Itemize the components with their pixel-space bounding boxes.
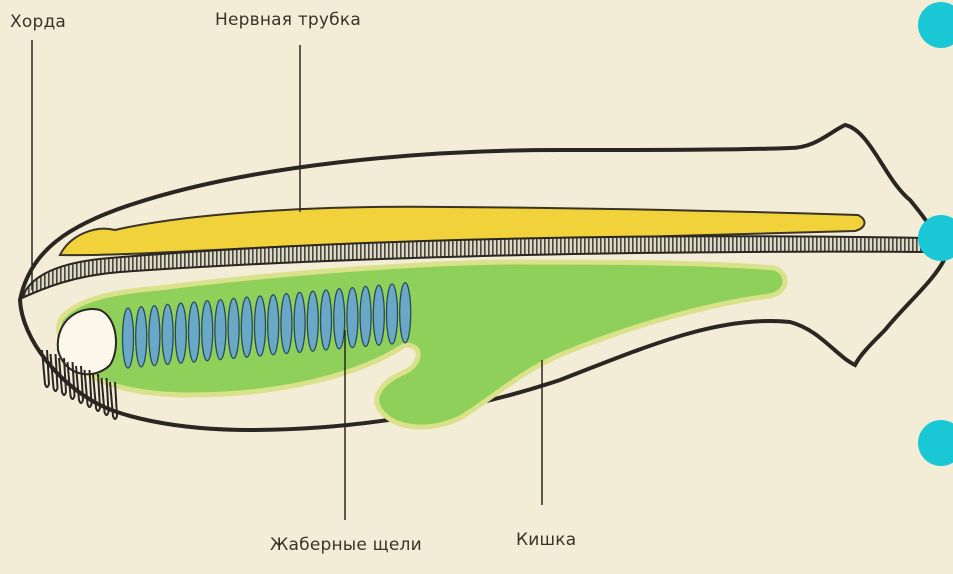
gill-slit	[136, 307, 147, 367]
gill-slit	[307, 291, 318, 351]
gill-slit	[268, 295, 279, 355]
gill-slit	[202, 301, 213, 361]
gill-slits-label: Жаберные щели	[270, 535, 422, 555]
gill-slit	[347, 288, 358, 348]
notochord-label: Хорда	[10, 12, 66, 32]
gill-slit	[321, 290, 332, 350]
gill-slit	[360, 286, 371, 346]
gill-slit	[400, 283, 411, 343]
gill-slit	[281, 294, 292, 354]
neural-tube-label: Нервная трубка	[215, 10, 361, 30]
oral-cirrus	[42, 350, 49, 387]
gut-label: Кишка	[516, 530, 576, 550]
gill-slit	[215, 300, 226, 360]
gill-slit	[241, 297, 252, 357]
gill-slit	[123, 308, 134, 368]
gill-slit	[373, 285, 384, 345]
gill-slit	[228, 298, 239, 358]
gill-slit	[175, 303, 186, 363]
gill-slit	[334, 289, 345, 349]
gill-slit	[387, 284, 398, 344]
gill-slit	[255, 296, 266, 356]
gill-slit	[294, 292, 305, 352]
gill-slit	[149, 306, 160, 366]
gill-slit	[162, 304, 173, 364]
gill-slit	[189, 302, 200, 362]
